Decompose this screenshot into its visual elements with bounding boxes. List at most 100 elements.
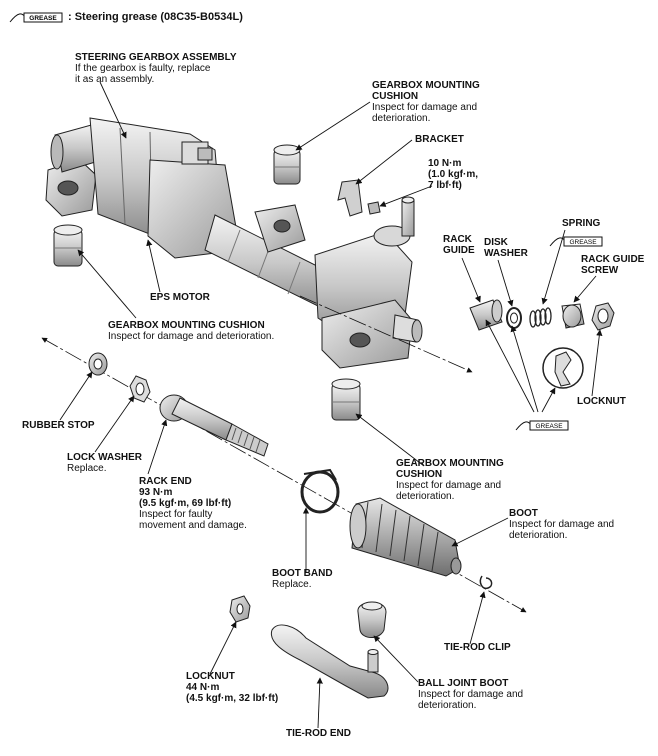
bracket-part	[337, 179, 381, 217]
label-ball-joint-boot: BALL JOINT BOOT Inspect for damage and d…	[418, 678, 523, 711]
label-line: Inspect for damage and deterioration.	[108, 331, 275, 342]
label-title: RACK GUIDE	[581, 254, 645, 265]
spring-coil	[529, 307, 552, 328]
label-title: 10 N·m	[428, 158, 462, 169]
label-title: (1.0 kgf·m,	[428, 169, 479, 180]
label-tie-rod-clip: TIE-ROD CLIP	[444, 642, 511, 653]
tie-rod-end-part	[270, 624, 389, 699]
grease-legend-text: : Steering grease (08C35-B0534L)	[68, 10, 243, 23]
rack-end-tube-face	[411, 319, 423, 343]
label-bracket: BRACKET	[415, 134, 464, 145]
label-line: Inspect for damage and	[372, 102, 478, 113]
label-line: it as an assembly.	[75, 74, 155, 85]
grease-icon: GREASE	[8, 10, 64, 24]
pinion-shaft	[401, 199, 415, 237]
label-title: GUIDE	[443, 245, 475, 256]
label-line: deterioration.	[372, 113, 431, 124]
mounting-cushion-bottom	[331, 378, 361, 421]
label-line: Replace.	[272, 579, 312, 590]
label-disk-washer: DISK WASHER	[484, 237, 528, 259]
detail-circle	[542, 347, 584, 389]
label-line: deterioration.	[418, 700, 477, 711]
label-rack-guide: RACK GUIDE	[443, 234, 475, 256]
label-title: CUSHION	[372, 91, 419, 102]
label-gearbox-mounting-cushion-bottom: GEARBOX MOUNTING CUSHION Inspect for dam…	[396, 458, 504, 502]
label-title: 7 lbf·ft)	[428, 180, 462, 191]
leader-lines	[59, 81, 603, 729]
label-boot-band: BOOT BAND Replace.	[272, 568, 333, 590]
label-boot: BOOT Inspect for damage and deterioratio…	[509, 508, 614, 541]
label-line: Inspect for faulty	[139, 509, 213, 520]
gearbox-input-end-face	[50, 134, 64, 170]
boot-part	[349, 497, 462, 577]
label-title: EPS MOTOR	[150, 292, 210, 303]
label-line: Replace.	[67, 463, 107, 474]
label-title: BRACKET	[415, 134, 464, 145]
grease-legend: GREASE : Steering grease (08C35-B0534L)	[8, 10, 243, 24]
grease-icon-text: GREASE	[29, 15, 57, 22]
label-line: If the gearbox is faulty, replace	[75, 63, 211, 74]
label-title: BALL JOINT BOOT	[418, 678, 509, 689]
bracket-plate	[337, 179, 363, 217]
pinion-shaft-top	[401, 196, 415, 204]
grease-icon-text: GREASE	[569, 239, 597, 246]
label-title: LOCKNUT	[186, 671, 235, 682]
label-title: GEARBOX MOUNTING	[396, 458, 504, 469]
gearbox-housing-rib	[119, 127, 126, 225]
label-title: BOOT	[509, 508, 538, 519]
label-title: TIE-ROD END	[286, 728, 351, 739]
label-rack-end: RACK END 93 N·m (9.5 kgf·m, 69 lbf·ft) I…	[139, 476, 247, 531]
locknut-bottom-part	[229, 595, 251, 623]
mounting-cushion-left	[53, 224, 83, 267]
label-locknut-right: LOCKNUT	[577, 396, 626, 407]
label-line: deterioration.	[396, 491, 455, 502]
rack-end-part	[159, 394, 269, 457]
label-title: RUBBER STOP	[22, 420, 95, 431]
label-title: STEERING GEARBOX ASSEMBLY	[75, 52, 237, 63]
label-title: (4.5 kgf·m, 32 lbf·ft)	[186, 693, 279, 704]
rack-guide-screw-face	[562, 304, 582, 328]
label-title: 44 N·m	[186, 682, 220, 693]
label-line: Inspect for damage and	[509, 519, 615, 530]
label-eps-motor: EPS MOTOR	[150, 292, 210, 303]
label-line: movement and damage.	[139, 520, 247, 531]
eps-connector	[197, 147, 213, 161]
label-title: LOCK WASHER	[67, 452, 142, 463]
label-title: RACK END	[139, 476, 192, 487]
grease-icon: GREASE	[514, 418, 570, 432]
label-gearbox-mounting-cushion-top: GEARBOX MOUNTING CUSHION Inspect for dam…	[372, 80, 480, 124]
locknut-right-hole	[597, 308, 609, 324]
lock-washer-part	[129, 375, 151, 403]
label-locknut-bottom: LOCKNUT 44 N·m (4.5 kgf·m, 32 lbf·ft)	[186, 671, 278, 704]
label-title: BOOT BAND	[272, 568, 333, 579]
bracket-bolt	[367, 201, 381, 215]
label-spring: SPRING	[562, 218, 600, 229]
label-bracket-torque: 10 N·m (1.0 kgf·m, 7 lbf·ft)	[428, 158, 478, 191]
label-title: GEARBOX MOUNTING CUSHION	[108, 320, 265, 331]
label-rack-guide-screw: RACK GUIDE SCREW	[581, 254, 644, 276]
rack-guide-parts	[469, 299, 615, 331]
label-title: CUSHION	[396, 469, 443, 480]
grease-icon: GREASE	[548, 234, 604, 248]
label-title: DISK	[484, 237, 508, 248]
label-tie-rod-end: TIE-ROD END	[286, 728, 351, 739]
label-title: 93 N·m	[139, 487, 173, 498]
rubber-stop-part	[88, 352, 108, 376]
rack-guide-face	[491, 299, 503, 323]
label-title: SPRING	[562, 218, 601, 229]
label-line: Inspect for damage and	[396, 480, 502, 491]
label-line: Inspect for damage and	[418, 689, 524, 700]
label-steering-gearbox-assembly: STEERING GEARBOX ASSEMBLY If the gearbox…	[75, 52, 237, 85]
label-title: WASHER	[484, 248, 528, 259]
label-lock-washer: LOCK WASHER Replace.	[67, 452, 142, 474]
label-title: (9.5 kgf·m, 69 lbf·ft)	[139, 498, 232, 509]
gearbox-right-mount-hole	[349, 332, 371, 348]
label-title: SCREW	[581, 265, 619, 276]
label-title: GEARBOX MOUNTING	[372, 80, 480, 91]
label-rubber-stop: RUBBER STOP	[22, 420, 95, 431]
disk-washer-inner	[510, 312, 518, 324]
label-title: TIE-ROD CLIP	[444, 642, 511, 653]
gearbox-middle-mount-hole	[273, 219, 291, 233]
